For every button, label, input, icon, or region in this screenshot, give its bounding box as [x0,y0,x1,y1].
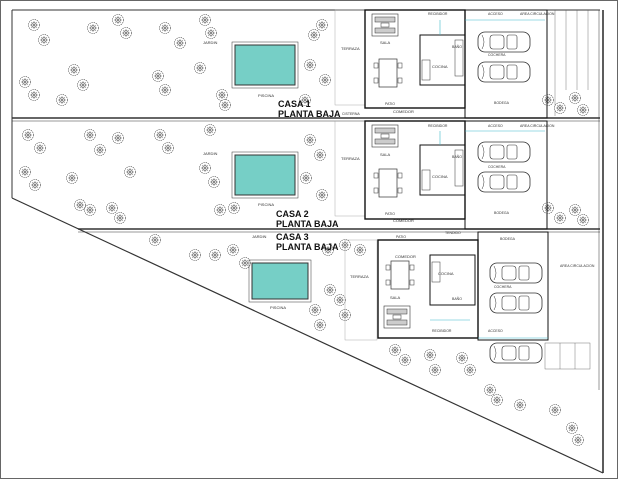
label-tendido: TENDIDO [445,231,461,235]
house-2-subtitle: PLANTA BAJA [276,219,339,229]
label-area: AREA CIRCULACION [520,12,555,16]
label-bano: BAÑO [452,296,462,301]
label-cisterna: CISTERNA [342,112,360,116]
label-patio: PATIO [396,235,406,239]
pool [251,262,309,300]
house-3-subtitle: PLANTA BAJA [276,242,339,252]
label-recibidor: RECIBIDOR [428,12,448,16]
label-area: AREA CIRCULACION [560,264,595,268]
label-recibidor: RECIBIDOR [428,124,448,128]
label-sala: SALA [380,152,391,157]
label-comedor: COMEDOR [393,109,414,114]
label-terraza: TERRAZA [350,274,369,279]
house-2-title: CASA 2 [276,209,309,219]
house-1-title: CASA 1 [278,99,311,109]
label-jardin: JARDIN [203,40,218,45]
label-comedor: COMEDOR [393,218,414,223]
house-1-subtitle: PLANTA BAJA [278,109,341,119]
house-3-title: CASA 3 [276,232,309,242]
label-piscina: PISCINA [258,202,274,207]
house-2: PISCINA JARDIN TERRAZA SALA COMEDOR COCI… [203,120,555,230]
label-terraza: TERRAZA [341,156,360,161]
label-bano: BAÑO [452,154,462,159]
label-sala: SALA [390,295,401,300]
label-acceso: ACCESO [488,12,503,16]
label-bodega: BODEGA [500,237,516,241]
label-acceso: ACCESO [488,329,503,333]
label-comedor: COMEDOR [395,254,416,259]
house-3: PISCINA JARDIN TERRAZA COMEDOR COCINA SA… [248,231,595,370]
label-patio: PATIO [385,212,395,216]
label-bano: BAÑO [452,44,462,49]
label-acceso: ACCESO [488,124,503,128]
house-1: PISCINA JARDIN TERRAZA SALA COMEDOR COCI… [203,9,555,119]
label-cocina: COCINA [432,174,448,179]
label-cochera: COCHERA [488,165,506,169]
pool [234,44,296,86]
pool [234,154,296,196]
label-patio: PATIO [385,102,395,106]
label-cocina: COCINA [432,64,448,69]
label-terraza: TERRAZA [341,46,360,51]
label-piscina: PISCINA [258,93,274,98]
label-bodega: BODEGA [494,101,510,105]
label-cochera: COCHERA [494,285,512,289]
label-piscina: PISCINA [270,305,286,310]
label-cocina: COCINA [438,271,454,276]
label-jardin: JARDIN [252,234,267,239]
label-recibidor: RECIBIDOR [432,329,452,333]
label-cochera: COCHERA [488,53,506,57]
label-jardin: JARDIN [203,151,218,156]
label-area: AREA CIRCULACION [520,124,555,128]
label-bodega: BODEGA [494,211,510,215]
label-sala: SALA [380,40,391,45]
